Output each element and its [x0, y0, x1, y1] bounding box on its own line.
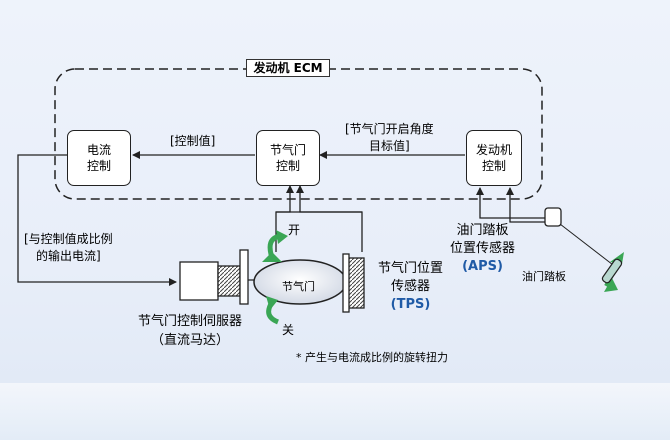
label-close: 关 — [282, 323, 295, 337]
label-aps-line1: 油门踏板 — [456, 223, 509, 238]
label-aps: 油门踏板 位置传感器 (APS) — [450, 222, 515, 276]
label-tps: 节气门位置 传感器 (TPS) — [378, 260, 443, 314]
box-throttle-control-line1: 节气门 — [269, 143, 306, 157]
box-engine-control-line1: 发动机 — [475, 143, 512, 157]
box-engine-control: 发动机 控制 — [466, 130, 522, 186]
ecm-title: 发动机 ECM — [246, 59, 330, 77]
bottom-band — [0, 383, 670, 440]
label-aps-line2: 位置传感器 — [450, 241, 516, 256]
label-proportional-current: [与控制值成比例 的输出电流] — [24, 231, 113, 265]
label-servo-line1: 节气门控制伺服器 — [138, 314, 243, 329]
label-aps-abbr: (APS) — [462, 259, 503, 274]
ecm-boundary — [54, 68, 543, 200]
label-target-angle: [节气门开启角度 目标值] — [345, 121, 434, 155]
servo-flange — [239, 249, 249, 305]
box-current-control-line1: 电流 — [86, 143, 111, 157]
label-target-angle-line2: 目标值] — [369, 139, 410, 153]
line-aps-2 — [506, 187, 545, 223]
label-tps-line1: 节气门位置 — [378, 261, 444, 276]
label-proportional-current-line1: [与控制值成比例 — [24, 232, 113, 246]
label-control-value: [控制值] — [170, 134, 216, 148]
label-target-angle-line1: [节气门开启角度 — [345, 122, 434, 136]
line-aps-1 — [476, 187, 545, 219]
pedal-arrow-down — [604, 278, 618, 292]
servo-body — [179, 261, 219, 301]
pedal-link — [559, 223, 618, 269]
label-proportional-current-line2: 的输出电流] — [36, 249, 101, 263]
label-open: 开 — [288, 223, 301, 237]
box-throttle-control-line2: 控制 — [275, 159, 300, 173]
box-engine-control-line2: 控制 — [481, 159, 506, 173]
label-tps-line2: 传感器 — [391, 279, 431, 294]
box-current-control: 电流 控制 — [67, 130, 131, 186]
line-output-current — [17, 154, 177, 286]
line-tps-2 — [296, 185, 363, 252]
label-footnote: * 产生与电流成比例的旋转扭力 — [296, 351, 448, 364]
label-throttle-valve: 节气门 — [282, 280, 315, 293]
pedal-shape — [601, 258, 623, 284]
label-servo-line2: （直流马达） — [151, 333, 230, 348]
servo-coil — [217, 265, 241, 297]
box-throttle-control: 节气门 控制 — [256, 130, 320, 186]
tps-housing — [347, 257, 365, 309]
label-tps-abbr: (TPS) — [390, 297, 431, 312]
aps-sensor — [544, 207, 562, 227]
tps-cap — [342, 253, 350, 313]
label-servo: 节气门控制伺服器 （直流马达） — [138, 312, 242, 350]
label-pedal: 油门踏板 — [522, 270, 566, 283]
box-current-control-line2: 控制 — [86, 159, 111, 173]
